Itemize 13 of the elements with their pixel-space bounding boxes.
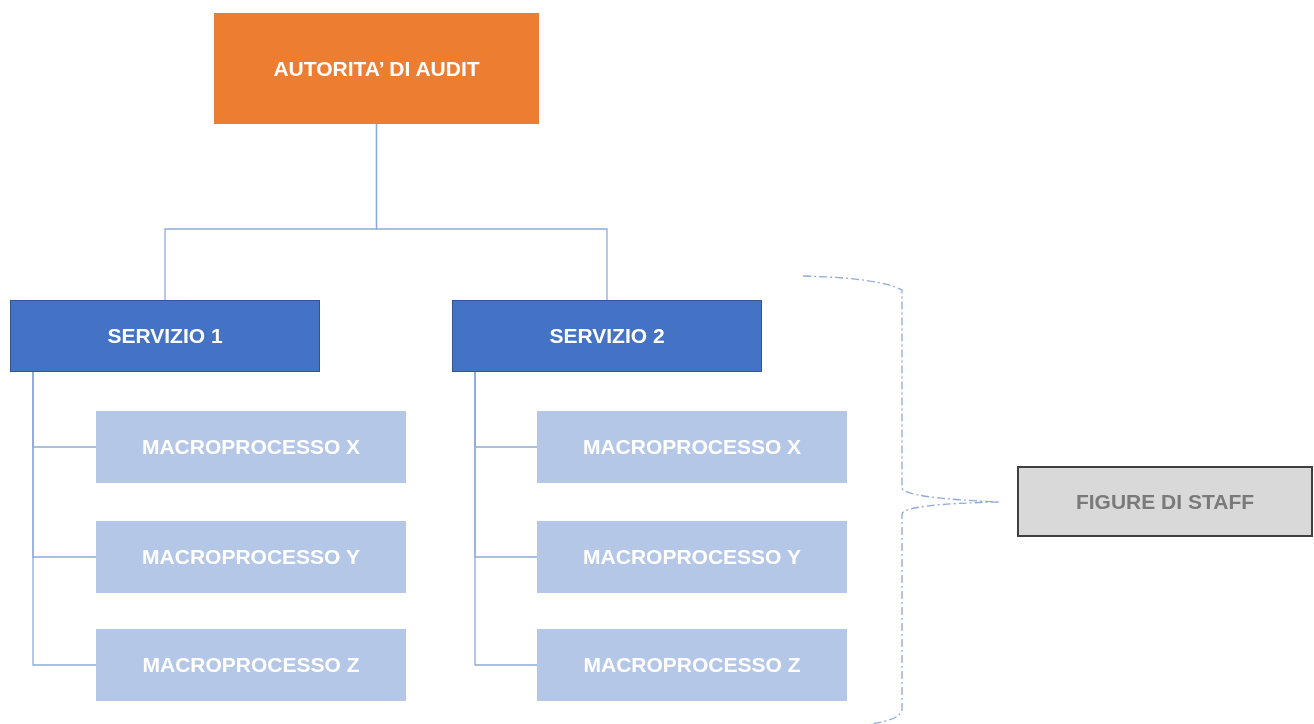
- process-box: MACROPROCESSO Y: [96, 521, 406, 593]
- process-box: MACROPROCESSO Z: [537, 629, 847, 701]
- process-box: MACROPROCESSO X: [537, 411, 847, 483]
- process-box: MACROPROCESSO Z: [96, 629, 406, 701]
- connector-line: [375, 123, 608, 301]
- authority-box: AUTORITA’ DI AUDIT: [214, 13, 539, 124]
- staff-box: FIGURE DI STAFF: [1017, 466, 1313, 537]
- service-box: SERVIZIO 2: [452, 300, 762, 372]
- connector-line: [474, 371, 538, 666]
- process-box: MACROPROCESSO X: [96, 411, 406, 483]
- service-box: SERVIZIO 1: [10, 300, 320, 372]
- process-box: MACROPROCESSO Y: [537, 521, 847, 593]
- connector-line: [32, 371, 97, 666]
